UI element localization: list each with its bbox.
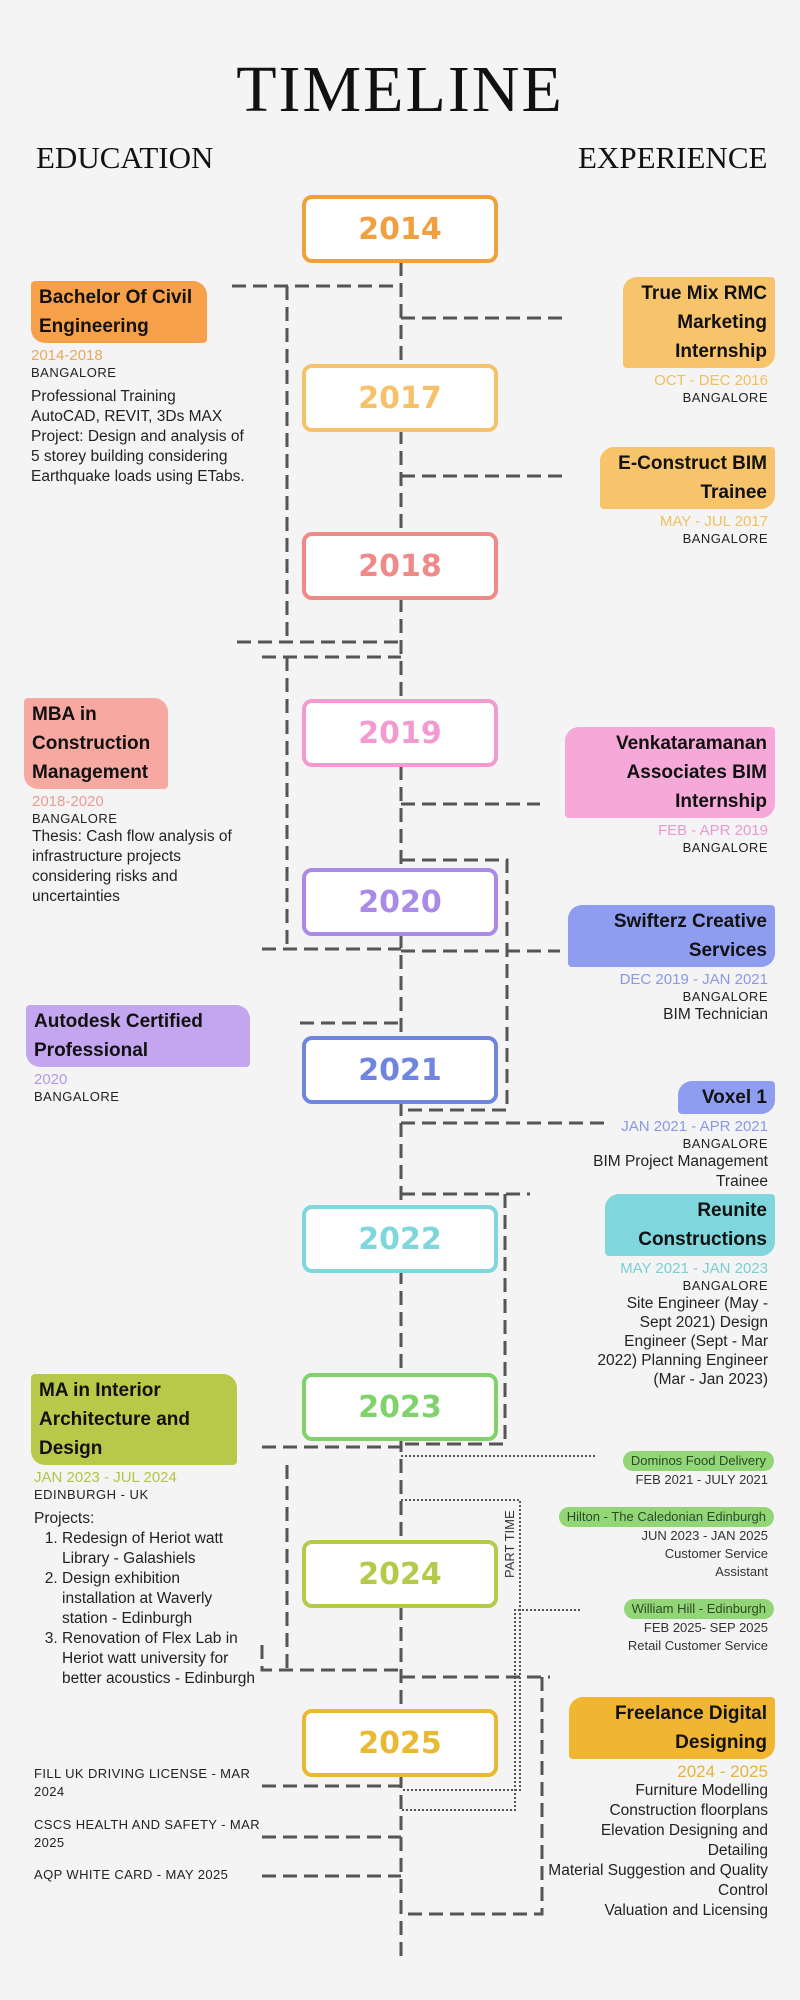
- exp-reunite: Reunite Constructions MAY 2021 - JAN 202…: [575, 1194, 775, 1389]
- exp-swifterz-date: DEC 2019 - JAN 2021: [619, 971, 768, 988]
- part-time-label: PART TIME: [502, 1510, 517, 1578]
- exp-truemix-location: BANGALORE: [682, 390, 768, 405]
- edu-autodesk-title: Autodesk Certified Professional: [26, 1005, 250, 1067]
- exp-freelance-date: 2024 - 2025: [677, 1762, 768, 1781]
- year-box-2019: 2019: [302, 699, 498, 767]
- exp-voxel-title: Voxel 1: [678, 1081, 775, 1114]
- year-box-2020: 2020: [302, 868, 498, 936]
- exp-voxel-date: JAN 2021 - APR 2021: [621, 1118, 768, 1135]
- exp-venkataramanan-date: FEB - APR 2019: [657, 822, 768, 839]
- exp-econstruct: E-Construct BIM Trainee MAY - JUL 2017 B…: [575, 447, 775, 547]
- page-title: TIMELINE: [236, 53, 564, 126]
- parttime-williamhill-role: Retail Customer Service: [627, 1638, 768, 1653]
- edu-bachelor: Bachelor Of Civil Engineering 2014-2018 …: [31, 281, 246, 487]
- edu-mba-date: 2018-2020: [32, 793, 104, 810]
- edu-mba: MBA in Construction Management 2018-2020…: [24, 698, 249, 907]
- exp-econstruct-title: E-Construct BIM Trainee: [600, 447, 775, 509]
- year-box-2021: 2021: [302, 1036, 498, 1104]
- education-header: EDUCATION: [36, 140, 214, 175]
- exp-swifterz-location: BANGALORE: [682, 989, 768, 1004]
- exp-econstruct-date: MAY - JUL 2017: [659, 513, 768, 530]
- parttime-hilton-date: JUN 2023 - JAN 2025: [641, 1528, 768, 1543]
- exp-venkataramanan-title: Venkataramanan Associates BIM Internship: [565, 727, 775, 818]
- exp-reunite-location: BANGALORE: [682, 1278, 768, 1293]
- exp-freelance-roles: Furniture Modelling Construction floorpl…: [545, 1781, 775, 1921]
- year-box-2024: 2024: [302, 1540, 498, 1608]
- edu-bachelor-date: 2014-2018: [31, 347, 103, 364]
- edu-mba-title: MBA in Construction Management: [24, 698, 168, 789]
- edu-autodesk-location: BANGALORE: [34, 1089, 120, 1104]
- exp-truemix-date: OCT - DEC 2016: [654, 372, 768, 389]
- project-item: Redesign of Heriot watt Library - Galash…: [62, 1529, 256, 1569]
- certificate: CSCS HEALTH AND SAFETY - MAR 2025: [34, 1817, 260, 1850]
- exp-econstruct-location: BANGALORE: [682, 531, 768, 546]
- exp-swifterz-title: Swifterz Creative Services: [568, 905, 775, 967]
- edu-bachelor-training: Professional Training AutoCAD, REVIT, 3D…: [31, 388, 223, 425]
- edu-mba-location: BANGALORE: [32, 811, 118, 826]
- exp-voxel-role: BIM Project Management Trainee: [593, 1153, 768, 1190]
- certificate: AQP WHITE CARD - MAY 2025: [34, 1867, 229, 1882]
- parttime-dominos-title: Dominos Food Delivery: [622, 1451, 774, 1471]
- exp-reunite-date: MAY 2021 - JAN 2023: [620, 1260, 768, 1277]
- year-box-2018: 2018: [302, 532, 498, 600]
- edu-ma-date: JAN 2023 - JUL 2024: [34, 1469, 177, 1486]
- year-box-2025: 2025: [302, 1709, 498, 1777]
- edu-autodesk-date: 2020: [34, 1071, 68, 1088]
- parttime-williamhill-date: FEB 2025- SEP 2025: [643, 1620, 768, 1635]
- certificate: FILL UK DRIVING LICENSE - MAR 2024: [34, 1766, 251, 1799]
- exp-venkataramanan-location: BANGALORE: [682, 840, 768, 855]
- edu-bachelor-title: Bachelor Of Civil Engineering: [31, 281, 207, 343]
- project-item: Design exhibition installation at Waverl…: [62, 1569, 256, 1629]
- parttime-hilton-title: Hilton - The Caledonian Edinburgh: [558, 1507, 774, 1527]
- role-item: Construction floorplans: [609, 1802, 768, 1819]
- edu-ma-projects: Projects: Redesign of Heriot watt Librar…: [31, 1509, 256, 1689]
- edu-mba-thesis: Thesis: Cash flow analysis of infrastruc…: [32, 828, 232, 905]
- year-box-2023: 2023: [302, 1373, 498, 1441]
- exp-reunite-role: Site Engineer (May - Sept 2021) Design E…: [597, 1295, 768, 1388]
- parttime-hilton-role: Customer Service Assistant: [664, 1546, 768, 1579]
- parttime-hilton: Hilton - The Caledonian Edinburgh JUN 20…: [534, 1507, 774, 1581]
- parttime-williamhill-title: William Hill - Edinburgh: [623, 1599, 774, 1619]
- exp-voxel-location: BANGALORE: [682, 1136, 768, 1151]
- role-item: Valuation and Licensing: [604, 1902, 768, 1919]
- role-item: Material Suggestion and Quality Control: [548, 1862, 768, 1899]
- edu-ma-location: EDINBURGH - UK: [34, 1487, 149, 1502]
- exp-truemix: True Mix RMC Marketing Internship OCT - …: [575, 277, 775, 406]
- year-box-2022: 2022: [302, 1205, 498, 1273]
- role-item: Furniture Modelling: [635, 1782, 768, 1799]
- exp-swifterz: Swifterz Creative Services DEC 2019 - JA…: [555, 905, 775, 1025]
- year-box-2017: 2017: [302, 364, 498, 432]
- role-item: Elevation Designing and Detailing: [600, 1822, 768, 1859]
- exp-voxel: Voxel 1 JAN 2021 - APR 2021 BANGALORE BI…: [555, 1081, 775, 1192]
- exp-truemix-title: True Mix RMC Marketing Internship: [623, 277, 775, 368]
- exp-freelance: Freelance Digital Designing 2024 - 2025 …: [545, 1697, 775, 1921]
- exp-swifterz-role: BIM Technician: [663, 1006, 768, 1023]
- parttime-williamhill: William Hill - Edinburgh FEB 2025- SEP 2…: [574, 1599, 774, 1655]
- exp-freelance-title: Freelance Digital Designing: [569, 1697, 775, 1759]
- edu-bachelor-location: BANGALORE: [31, 365, 117, 380]
- edu-autodesk: Autodesk Certified Professional 2020 BAN…: [26, 1005, 256, 1105]
- edu-ma: MA in Interior Architecture and Design J…: [31, 1374, 256, 1689]
- exp-reunite-title: Reunite Constructions: [605, 1194, 775, 1256]
- project-item: Renovation of Flex Lab in Heriot watt un…: [62, 1629, 256, 1689]
- experience-header: EXPERIENCE: [578, 140, 768, 175]
- exp-venkataramanan: Venkataramanan Associates BIM Internship…: [555, 727, 775, 856]
- edu-bachelor-project: Project: Design and analysis of 5 storey…: [31, 428, 245, 485]
- year-box-2014: 2014: [302, 195, 498, 263]
- projects-label: Projects:: [34, 1510, 95, 1527]
- parttime-dominos-date: FEB 2021 - JULY 2021: [635, 1472, 769, 1487]
- edu-ma-title: MA in Interior Architecture and Design: [31, 1374, 237, 1465]
- parttime-dominos: Dominos Food Delivery FEB 2021 - JULY 20…: [534, 1451, 774, 1489]
